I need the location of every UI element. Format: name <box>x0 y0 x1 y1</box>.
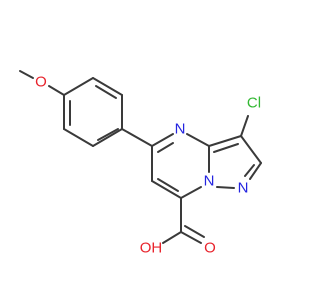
methoxyphenyl-ring <box>63 77 123 147</box>
bond-phenyl-pyrimidine <box>121 128 153 147</box>
pyrazole-ring <box>208 135 262 189</box>
bond-c-o-2 <box>184 225 205 238</box>
bond-c7-c6 <box>151 180 182 199</box>
chlorine-label: Cl <box>247 95 261 112</box>
bond-o-aryl <box>48 85 65 96</box>
bond-c3-cl <box>240 115 249 137</box>
bond-c5-n4-double <box>157 142 174 153</box>
bond-phenyl-2 <box>63 128 94 147</box>
bond-c5-n4 <box>151 133 174 147</box>
carbonyl-oxygen-label: O <box>204 240 216 257</box>
bond-c-o-1 <box>180 231 202 244</box>
bond-c3a-c3-double <box>213 143 239 153</box>
pyrimidine-ring <box>151 133 210 199</box>
bond-n7a-c7 <box>180 186 202 199</box>
bond-n4-c3a <box>186 133 210 147</box>
bond-c-oh <box>162 231 182 244</box>
bond-phenyl-3 <box>92 128 123 147</box>
hydroxyl-label: OH <box>140 240 163 257</box>
chemical-structure-diagram: O N Cl N N O OH <box>19 70 262 257</box>
bond-phenyl-double-c <box>95 85 117 99</box>
bond-c2-n1-double <box>244 164 255 177</box>
ring-nitrogen-bridgehead-label: N <box>204 173 215 190</box>
bond-c3-c2 <box>240 135 262 164</box>
bond-c3a-c3 <box>208 135 242 147</box>
bond-phenyl-double-b <box>97 128 119 141</box>
carboxylic-acid-group <box>162 197 205 244</box>
bond-n1-n7a <box>216 186 235 189</box>
bond-phenyl-6 <box>63 77 94 96</box>
bond-c2-n1 <box>249 162 262 180</box>
ring-nitrogen-n1-label: N <box>238 180 249 197</box>
methoxy-oxygen-label: O <box>35 74 47 91</box>
ring-nitrogen-n4-label: N <box>175 121 186 138</box>
bond-methyl-o <box>19 70 34 79</box>
bond-c7-c6-double <box>157 178 179 192</box>
bond-phenyl-5 <box>92 77 123 96</box>
methoxy-group <box>19 70 65 96</box>
